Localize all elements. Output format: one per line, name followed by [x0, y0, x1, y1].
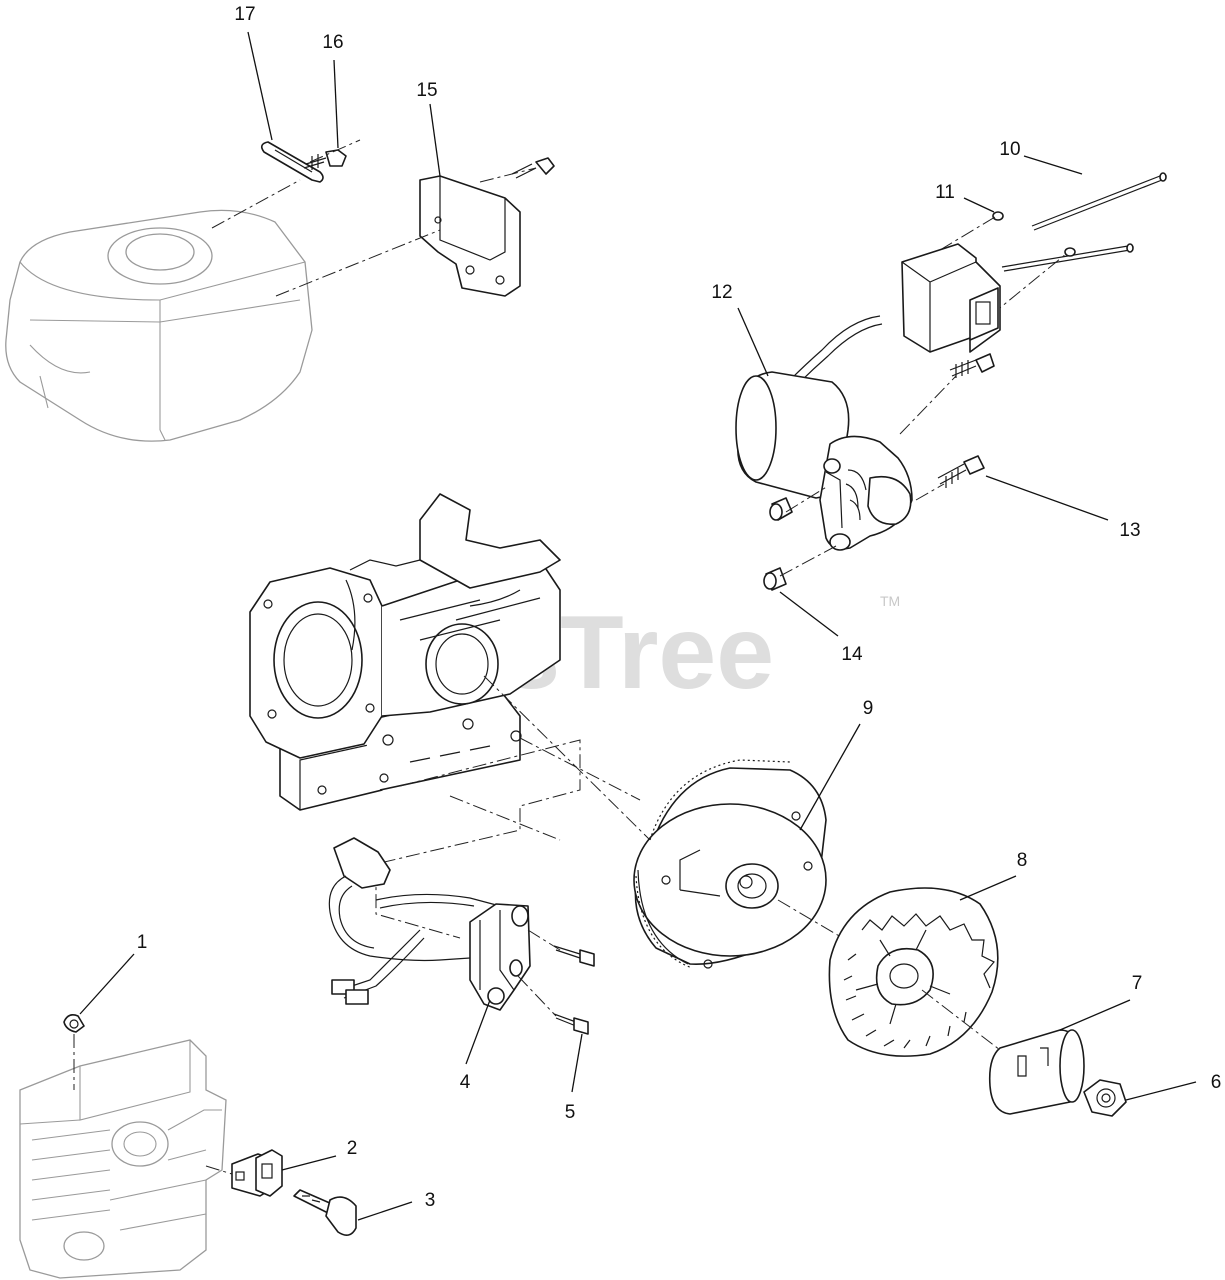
part-11-washer [992, 211, 1076, 257]
part-12-starter-motor [735, 371, 913, 551]
callout-14: 14 [841, 644, 863, 665]
callout-6: 6 [1211, 1072, 1222, 1093]
callout-3: 3 [425, 1190, 436, 1211]
part-7-starter-cup [988, 1029, 1085, 1115]
engine-crankcase [249, 493, 561, 811]
callout-7: 7 [1132, 973, 1143, 994]
callout-11: 11 [935, 182, 955, 203]
callout-labels: 17 16 15 10 11 12 13 14 9 8 7 6 1 2 3 4 … [137, 4, 1222, 1211]
part-14-spacers [763, 497, 793, 591]
part-2-key-switch [231, 1149, 283, 1197]
part-1-clip [63, 1014, 85, 1033]
starter-solenoid [789, 243, 1001, 385]
callout-1: 1 [137, 932, 148, 953]
part-17-pin [260, 141, 324, 183]
fuel-tank-outline [5, 209, 313, 442]
callout-13: 13 [1119, 520, 1140, 541]
callout-2: 2 [347, 1138, 358, 1159]
callout-10: 10 [999, 139, 1020, 160]
callout-9: 9 [863, 698, 874, 719]
part-15-bracket [419, 157, 555, 297]
callout-15: 15 [416, 80, 437, 101]
part-13-bolts [937, 353, 995, 488]
ignition-harness [328, 837, 501, 1005]
part-8-cooling-fan [828, 887, 999, 1057]
callout-5: 5 [565, 1102, 576, 1123]
part-10-long-bolt [1001, 172, 1167, 272]
callout-4: 4 [460, 1072, 471, 1093]
callout-16: 16 [322, 32, 343, 53]
watermark-trademark: TM [880, 593, 900, 609]
part-5-bolts [553, 945, 595, 1035]
part-3-key [293, 1189, 357, 1236]
callout-8: 8 [1017, 850, 1028, 871]
part-4-ignition-coil [469, 903, 531, 1011]
callout-12: 12 [711, 282, 732, 303]
part-9-flywheel [633, 759, 827, 969]
leader-lines [79, 31, 1197, 1221]
callout-17: 17 [234, 4, 255, 25]
part-6-flange-nut [1083, 1079, 1127, 1117]
blower-housing-outline [19, 1039, 227, 1279]
